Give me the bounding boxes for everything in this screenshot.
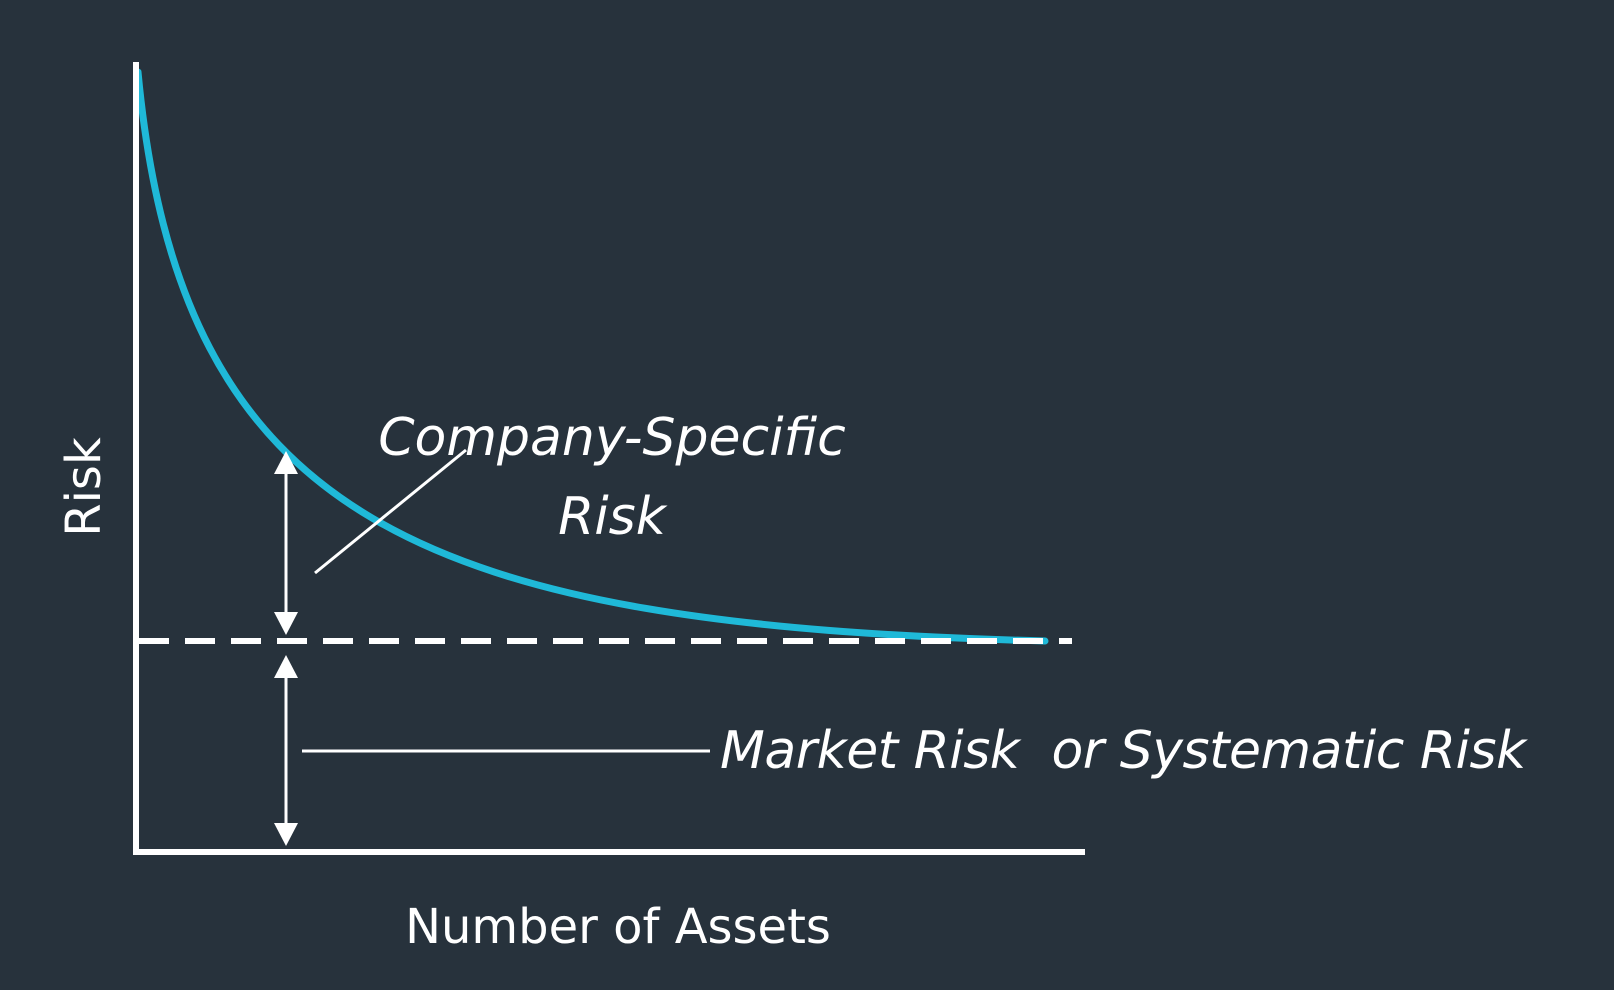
total-risk-curve — [134, 68, 1049, 645]
market-risk-arrow — [274, 655, 298, 846]
company-specific-risk-label-line2: Risk — [558, 487, 666, 547]
company-specific-risk-arrow — [274, 451, 298, 635]
y-axis-label: Risk — [56, 437, 112, 537]
x-axis-label: Number of Assets — [405, 899, 831, 955]
company-specific-leader-line — [314, 448, 467, 575]
company-specific-risk-label: Company-Specific Risk — [352, 399, 872, 557]
market-risk-label: Market Risk or Systematic Risk — [720, 721, 1526, 781]
company-specific-risk-label-line1: Company-Specific — [378, 408, 846, 468]
